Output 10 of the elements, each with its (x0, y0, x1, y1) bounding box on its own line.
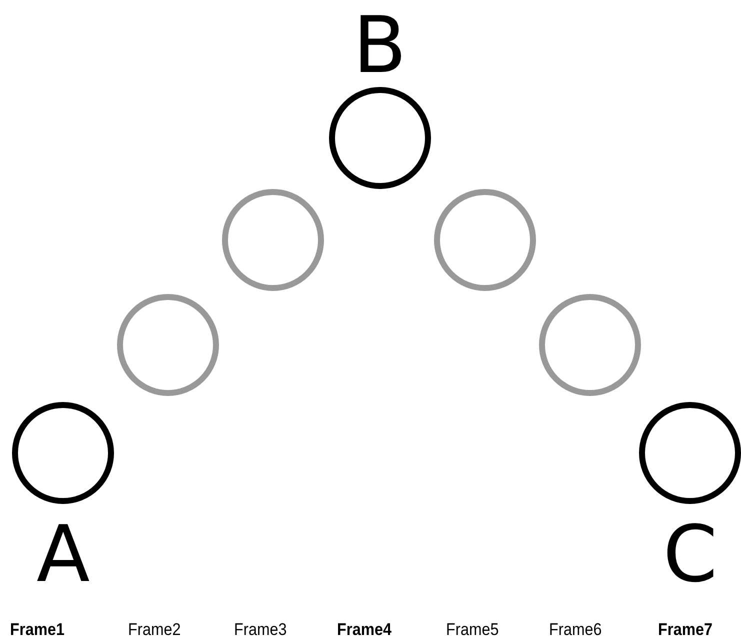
frame-label: Frame7 (658, 620, 712, 640)
point-label: B (353, 7, 407, 85)
frame-label: Frame3 (234, 620, 287, 640)
frame-label: Frame6 (549, 620, 602, 640)
point-label: C (663, 516, 718, 594)
frame-label: Frame1 (10, 620, 64, 640)
frame-label: Frame5 (446, 620, 499, 640)
frame-label: Frame4 (337, 620, 392, 640)
point-label: A (36, 516, 90, 594)
frame-label: Frame2 (128, 620, 181, 640)
